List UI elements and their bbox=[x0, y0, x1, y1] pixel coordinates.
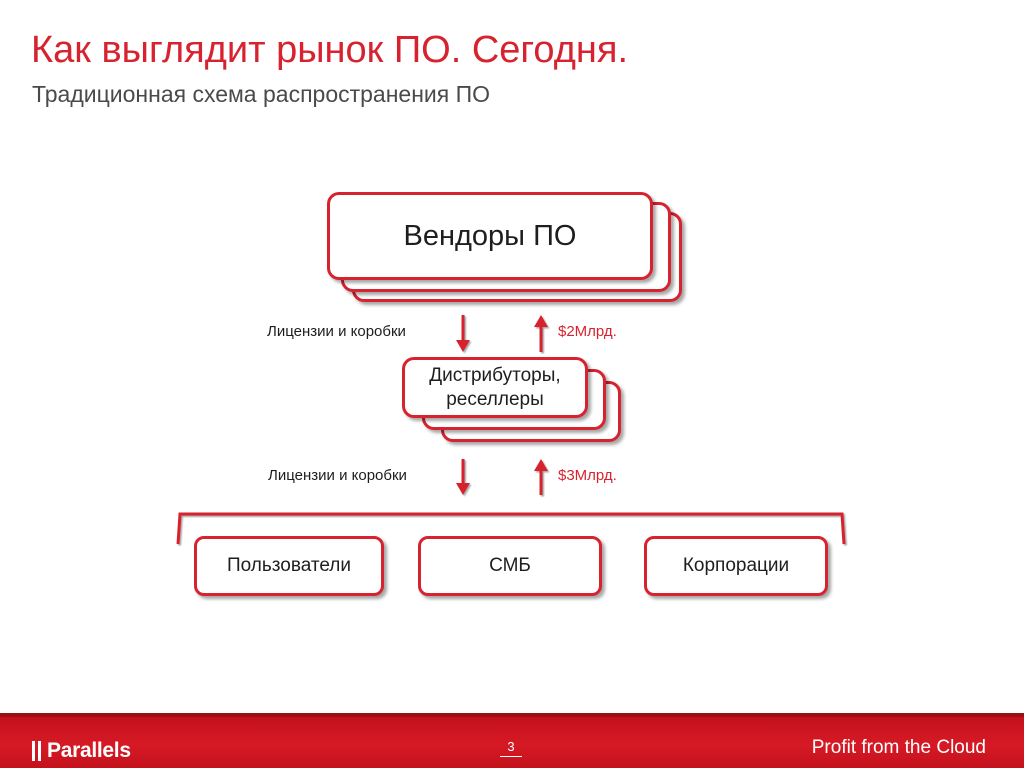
distributors-label: Дистрибуторы, реселлеры bbox=[405, 360, 585, 415]
parallels-logo-icon bbox=[32, 741, 41, 761]
slide-subtitle: Традиционная схема распространения ПО bbox=[32, 81, 491, 107]
vendors-label: Вендоры ПО bbox=[403, 219, 577, 252]
parallels-logo-text: Parallels bbox=[47, 739, 131, 762]
vendors-box: Вендоры ПО bbox=[327, 192, 653, 280]
parallels-logo: Parallels bbox=[32, 739, 131, 763]
customer-label-smb: СМБ bbox=[489, 555, 531, 577]
distributors-label-line2: реселлеры bbox=[446, 388, 544, 410]
flow-top-up-amount: $2Млрд. bbox=[558, 323, 617, 340]
flow-top-down-label: Лицензии и коробки bbox=[267, 323, 406, 340]
arrow-down-top bbox=[456, 315, 470, 352]
flow-bottom-down-label: Лицензии и коробки bbox=[268, 467, 407, 484]
customer-box-users: Пользователи bbox=[194, 536, 384, 596]
distributors-label-line1: Дистрибуторы, bbox=[429, 364, 561, 386]
footer-divider bbox=[0, 713, 1024, 717]
customer-box-corporations: Корпорации bbox=[644, 536, 828, 596]
customer-label-corporations: Корпорации bbox=[682, 555, 790, 577]
distributors-box: Дистрибуторы, реселлеры bbox=[402, 357, 588, 418]
arrow-up-bottom bbox=[534, 459, 548, 495]
slide-title: Как выглядит рынок ПО. Сегодня. bbox=[31, 29, 629, 71]
footer-bar: Parallels 3 Profit from the Cloud bbox=[0, 717, 1024, 768]
flow-bottom-up-amount: $3Млрд. bbox=[558, 467, 617, 484]
customer-box-smb: СМБ bbox=[418, 536, 602, 596]
footer-tagline: Profit from the Cloud bbox=[811, 737, 986, 758]
arrow-up-top bbox=[534, 315, 548, 352]
arrow-down-bottom bbox=[456, 459, 470, 495]
page-number: 3 bbox=[500, 739, 522, 757]
customer-label-users: Пользователи bbox=[226, 555, 351, 577]
